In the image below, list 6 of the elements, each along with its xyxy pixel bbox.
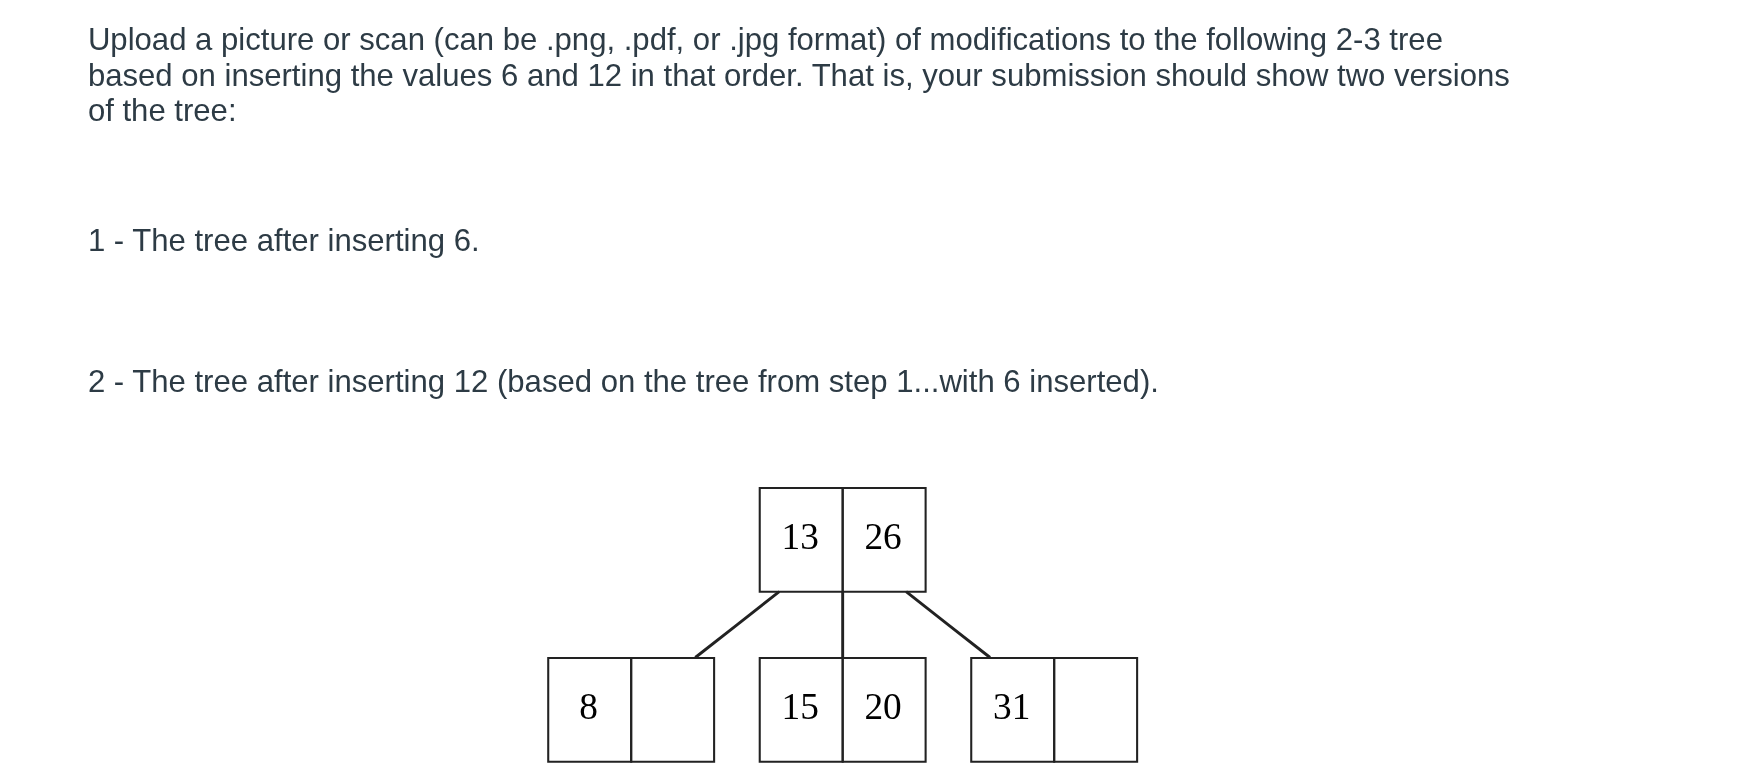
connector (694, 590, 781, 659)
label: Upload a picture or scan (can be .png, .pdf, or .jpg format) of modifications to the following 2-3 tree based on inserting the values 6 and 12 in that order. That is, your submission should show two versions of the tree: (87, 21, 1510, 128)
connector (905, 590, 991, 659)
label: 2 - The tree after inserting 12 (based on the tree from step 1...with 6 inserted). (87, 363, 1159, 399)
label: 1 - The tree after inserting 6. (87, 222, 480, 258)
connector (841, 591, 845, 657)
